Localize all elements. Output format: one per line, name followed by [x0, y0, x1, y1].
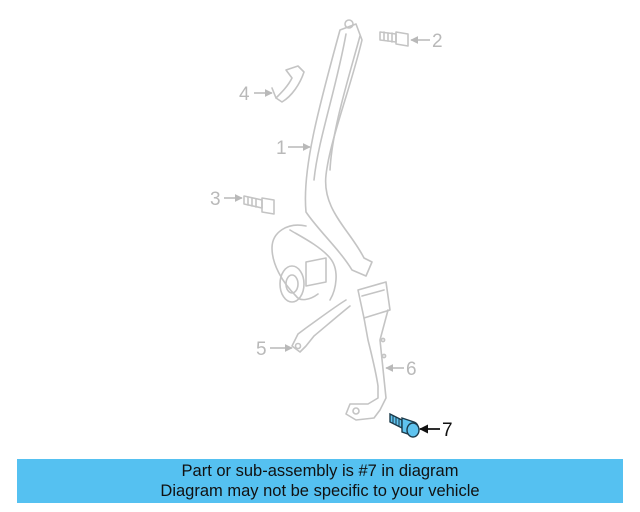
guide-clip [271, 65, 305, 103]
callout-4: 4 [239, 84, 250, 105]
callout-5: 5 [256, 339, 267, 360]
leader-lines [224, 36, 440, 434]
callout-2: 2 [432, 31, 443, 52]
callout-6: 6 [406, 359, 417, 380]
mounting-bolt [243, 195, 275, 215]
callout-3: 3 [210, 189, 221, 210]
part-7-bolt[interactable] [389, 412, 420, 438]
callout-1: 1 [276, 138, 287, 159]
parts-diagram: 2 4 1 3 5 6 7 [210, 19, 453, 441]
seat-belt-webbing [304, 19, 373, 277]
info-banner: Part or sub-assembly is #7 in diagram Di… [17, 459, 623, 503]
buckle-stalk [345, 281, 391, 421]
callout-7[interactable]: 7 [442, 420, 453, 441]
banner-line-1: Part or sub-assembly is #7 in diagram [181, 462, 459, 480]
retractor-assembly [271, 224, 337, 303]
lower-bracket [291, 299, 351, 353]
banner-line-2: Diagram may not be specific to your vehi… [160, 482, 480, 500]
upper-bolt [379, 31, 409, 47]
